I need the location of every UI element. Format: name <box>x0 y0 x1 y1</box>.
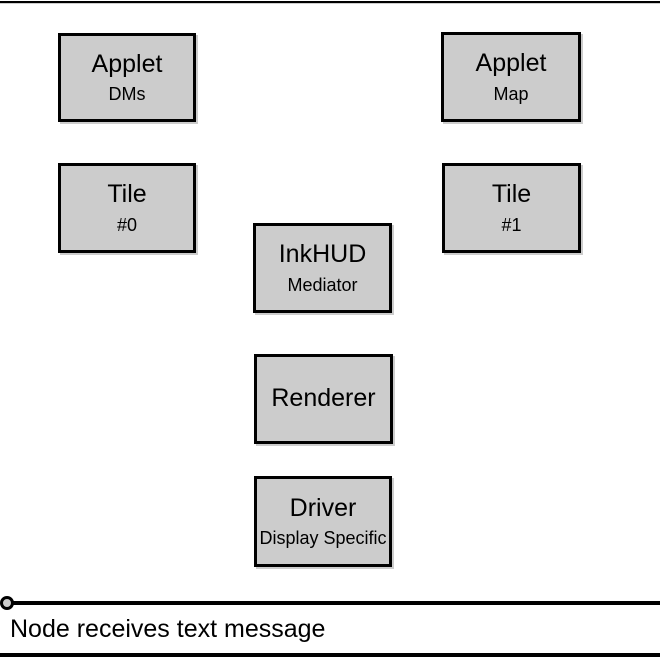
timeline-caption: Node receives text message <box>10 615 326 643</box>
box-title: InkHUD <box>278 240 367 269</box>
bottom-border-rule <box>0 653 660 657</box>
box-renderer: Renderer <box>254 354 393 444</box>
box-subtitle: #0 <box>116 214 138 235</box>
box-subtitle: DMs <box>108 84 146 105</box>
box-title: Tile <box>107 180 147 209</box>
box-title: Driver <box>289 493 357 522</box>
box-title: Renderer <box>271 384 376 413</box>
box-subtitle: #1 <box>501 214 522 235</box>
box-subtitle: Mediator <box>287 274 358 295</box>
box-driver: Driver Display Specific <box>254 476 392 567</box>
timeline-line <box>13 601 660 605</box>
box-applet-dms: Applet DMs <box>58 33 196 122</box>
box-title: Tile <box>491 180 532 209</box>
timeline-start-dot <box>0 596 14 610</box>
top-border-rule <box>0 1 660 3</box>
box-inkhud-mediator: InkHUD Mediator <box>253 223 392 313</box>
box-tile-0: Tile #0 <box>58 163 196 253</box>
box-tile-1: Tile #1 <box>442 163 581 253</box>
box-subtitle: Map <box>493 83 529 104</box>
box-subtitle: Display Specific <box>259 528 387 549</box>
box-title: Applet <box>91 49 163 78</box>
box-title: Applet <box>475 49 547 78</box>
box-applet-map: Applet Map <box>441 32 581 122</box>
